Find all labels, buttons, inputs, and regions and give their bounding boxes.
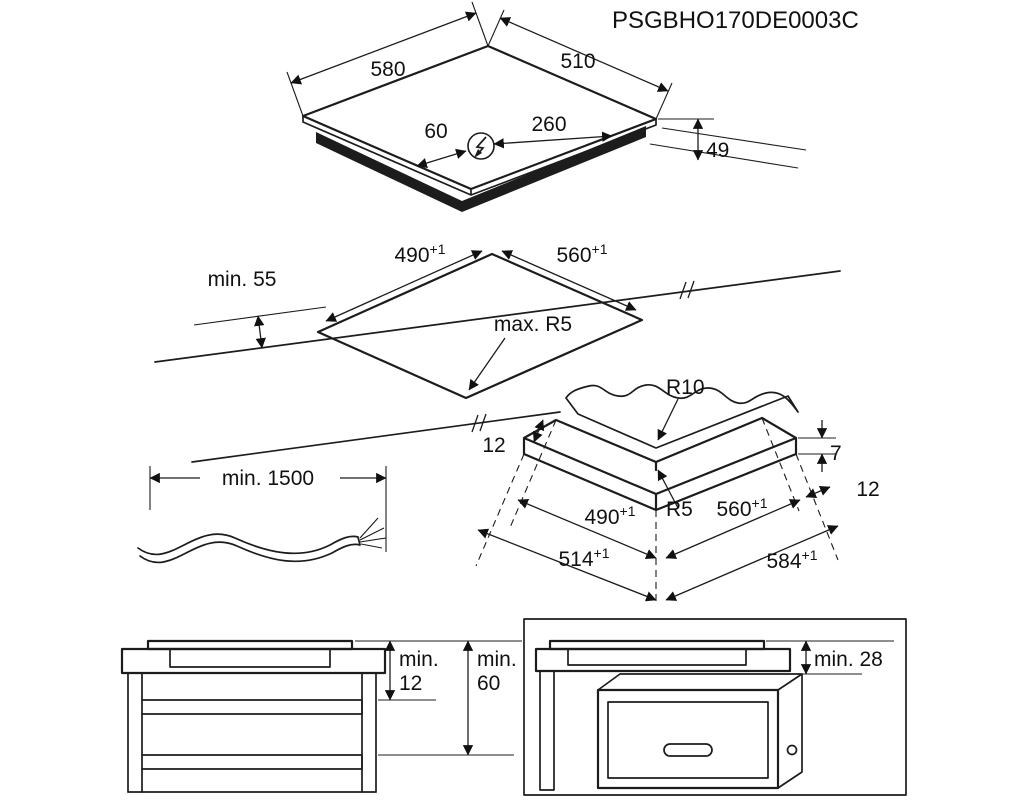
label-cutout-corner-radius: max. R5 xyxy=(494,313,572,336)
hob-glass-top xyxy=(301,44,658,191)
worktop-cutout-view: min. 55 490+1 560+1 max. R5 xyxy=(154,241,841,463)
hob-glass-edge xyxy=(302,115,657,196)
worktop-edge-top-view xyxy=(649,127,807,169)
worktop-front-edge-line xyxy=(154,270,841,363)
label-cutout-width: 490+1 xyxy=(394,241,445,267)
cabinet-rail-top xyxy=(141,699,363,715)
cable-wire-ends xyxy=(359,517,387,549)
label-hob-corner-radius: R10 xyxy=(666,376,705,399)
cabinet-right-panel xyxy=(361,672,377,793)
label-margin-left: 12 xyxy=(482,434,505,457)
oven-door xyxy=(607,701,769,779)
label-corner-cutout-depth: 560+1 xyxy=(716,495,767,521)
worktop-lower-edge-line xyxy=(191,411,561,463)
label-oven-clearance: min. 28 xyxy=(814,648,883,671)
view-border xyxy=(523,618,907,796)
cabinet-left-panel xyxy=(127,672,143,793)
hob-glass-section xyxy=(146,639,354,651)
label-gap1-value: 12 xyxy=(399,672,422,695)
cabinet-left-panel-oven xyxy=(539,670,555,791)
hob-isometric-view: 580 510 60 260 49 xyxy=(286,1,807,212)
label-gap1-min: min. xyxy=(399,648,439,671)
oven-front xyxy=(596,688,780,790)
glass-corner-piece xyxy=(565,384,799,449)
worktop-section-oven xyxy=(534,647,792,673)
label-gap2-value: 60 xyxy=(477,672,500,695)
break-mark xyxy=(679,280,695,300)
cabinet-rail-bottom xyxy=(141,754,363,770)
document-code: PSGBHO170DE0003C xyxy=(612,7,859,34)
cutout-outline xyxy=(316,252,644,400)
label-cutout-depth: 560+1 xyxy=(556,241,607,267)
label-edge-clearance: min. 55 xyxy=(208,268,277,291)
label-corner-outer-width: 514+1 xyxy=(558,545,609,571)
label-cutout-corner-radius-detail: R5 xyxy=(666,498,693,521)
electrical-connection-icon xyxy=(467,132,495,160)
label-glass-thickness: 7 xyxy=(830,442,842,465)
label-connection-right: 260 xyxy=(531,113,566,136)
hob-body-section xyxy=(169,648,331,668)
label-hob-depth: 510 xyxy=(560,50,595,73)
worktop-section xyxy=(120,647,387,675)
label-cable-length: min. 1500 xyxy=(222,467,314,490)
oven-installation-view: min. 28 xyxy=(523,618,907,796)
oven-handle xyxy=(663,743,713,757)
hob-glass-section-oven xyxy=(548,639,766,651)
hob-body-section-oven xyxy=(567,648,747,666)
label-corner-cutout-width: 490+1 xyxy=(584,503,635,529)
label-corner-outer-depth: 584+1 xyxy=(766,547,817,573)
break-mark xyxy=(471,413,487,433)
label-connection-left: 60 xyxy=(424,120,447,143)
label-gap2-min: min. xyxy=(477,648,517,671)
label-hob-height: 49 xyxy=(706,139,729,162)
oven-knob xyxy=(786,744,798,756)
cabinet-installation-view: min. 12 min. 60 xyxy=(120,639,522,793)
hob-body xyxy=(316,126,646,212)
cable xyxy=(137,533,361,564)
label-margin-right: 12 xyxy=(856,478,879,501)
oven-top-side xyxy=(597,673,803,789)
corner-detail-view: R10 7 R5 12 12 490+1 560+1 514+1 584+1 xyxy=(475,376,880,606)
label-hob-width: 580 xyxy=(370,58,405,81)
mains-cable-view: min. 1500 xyxy=(137,466,387,564)
